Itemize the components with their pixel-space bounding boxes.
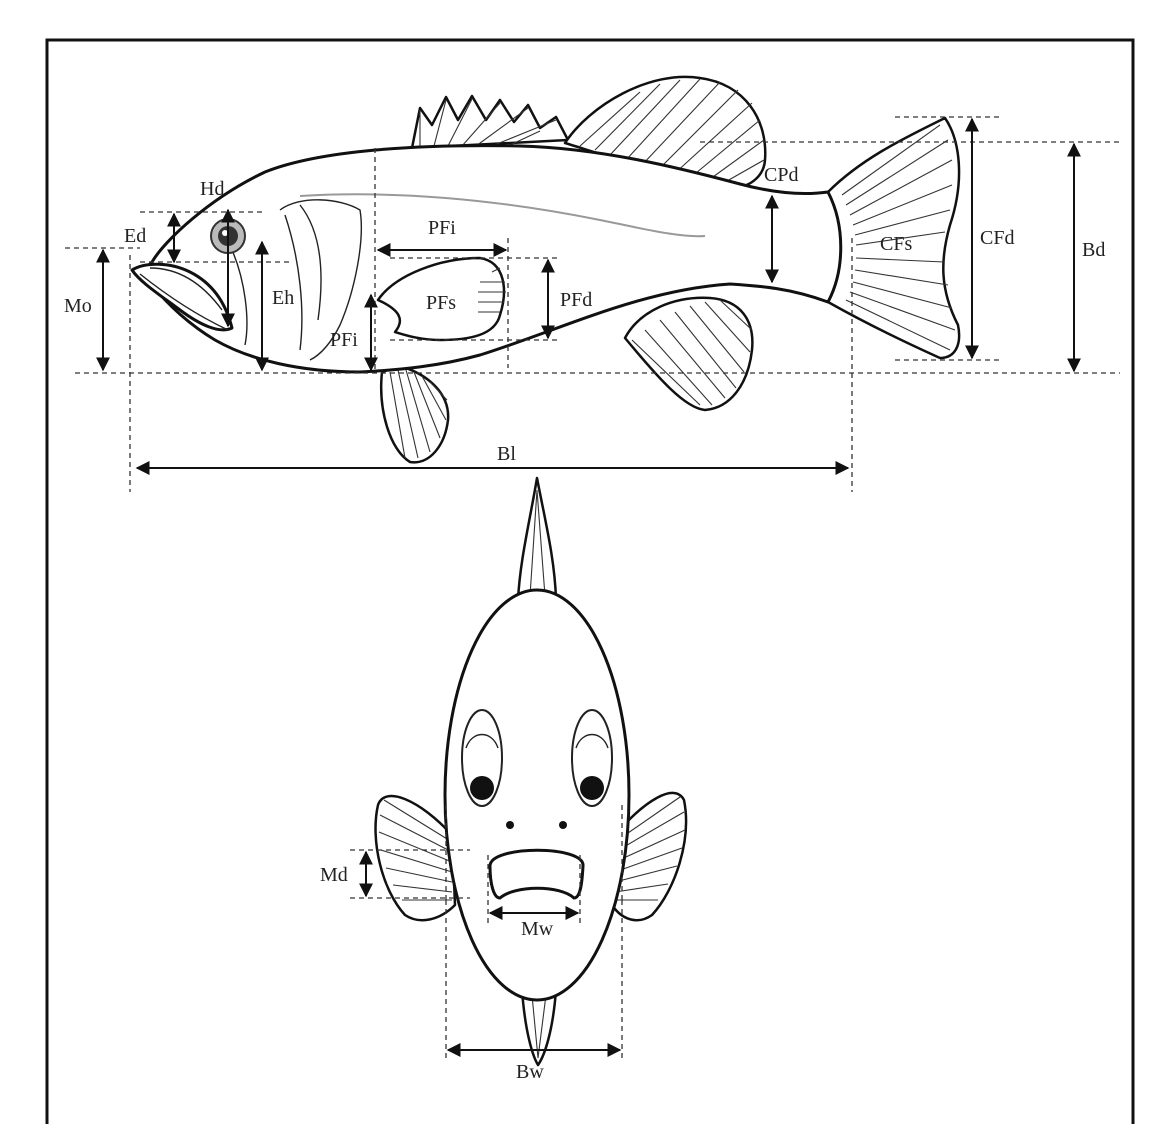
right-eye-icon bbox=[572, 710, 612, 806]
label-mo: Mo bbox=[64, 295, 92, 317]
label-bl: Bl bbox=[497, 443, 516, 465]
label-pfs: PFs bbox=[426, 292, 456, 314]
right-nostril-icon bbox=[559, 821, 567, 829]
label-bw: Bw bbox=[516, 1061, 544, 1083]
label-cfs: CFs bbox=[880, 233, 912, 255]
left-nostril-icon bbox=[506, 821, 514, 829]
side-view-fish bbox=[132, 77, 959, 462]
label-eh: Eh bbox=[272, 287, 294, 309]
label-bd: Bd bbox=[1082, 239, 1105, 261]
label-pfd: PFd bbox=[560, 289, 592, 311]
label-cfd: CFd bbox=[980, 227, 1014, 249]
left-eye-icon bbox=[462, 710, 502, 806]
label-md: Md bbox=[320, 864, 348, 886]
label-mw: Mw bbox=[521, 918, 554, 940]
label-pfi-bottom: PFi bbox=[330, 329, 358, 351]
label-cpd: CPd bbox=[764, 164, 798, 186]
label-pfi-top: PFi bbox=[428, 217, 456, 239]
front-view-fish bbox=[376, 478, 686, 1065]
label-ed: Ed bbox=[124, 225, 146, 247]
label-hd: Hd bbox=[200, 178, 224, 200]
